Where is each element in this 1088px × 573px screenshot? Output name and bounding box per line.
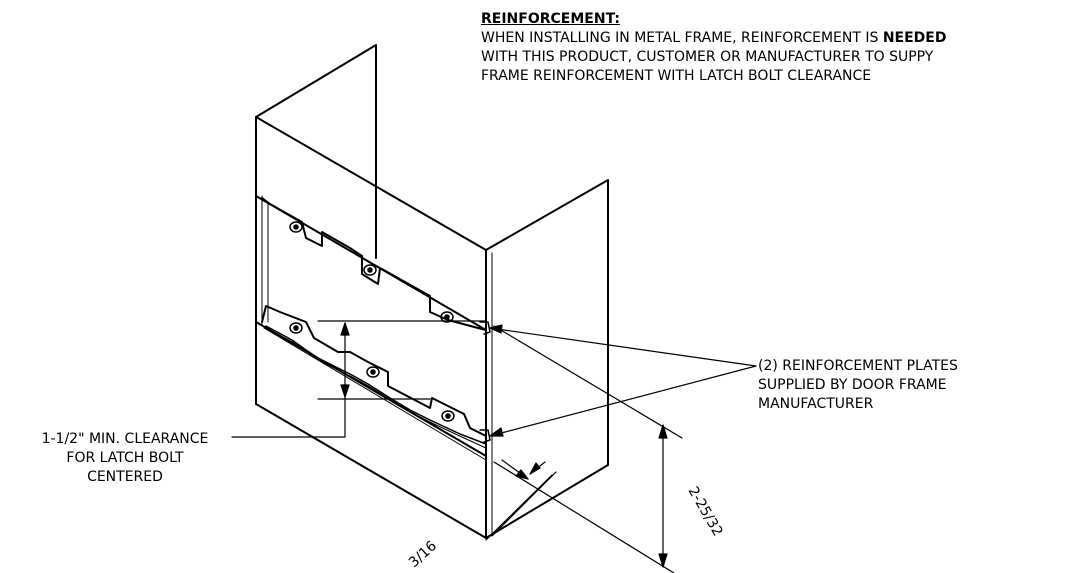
lower-reinforcement-plate	[261, 305, 487, 449]
hole-icon	[440, 311, 454, 323]
clearance-callout-line-3: CENTERED	[87, 469, 163, 485]
height-dimension	[493, 325, 683, 573]
reinforcement-line-2: WITH THIS PRODUCT, CUSTOMER OR MANUFACTU…	[481, 49, 934, 65]
reinforcement-note: REINFORCEMENT: WHEN INSTALLING IN METAL …	[481, 10, 946, 86]
plates-callout-line-2: SUPPLIED BY DOOR FRAME	[758, 377, 947, 393]
clearance-callout-line-1: 1-1/2" MIN. CLEARANCE	[41, 431, 209, 447]
plates-callout: (2) REINFORCEMENT PLATES SUPPLIED BY DOO…	[758, 357, 958, 414]
plate-tabs	[479, 321, 491, 443]
reinforcement-emphasis: NEEDED	[882, 30, 947, 46]
hole-icon	[366, 366, 380, 378]
plates-leader	[489, 324, 757, 437]
reinforcement-line-1-text: WHEN INSTALLING IN METAL FRAME, REINFORC…	[481, 30, 883, 46]
clearance-dimension	[231, 320, 487, 438]
reinforcement-line-1: WHEN INSTALLING IN METAL FRAME, REINFORC…	[481, 29, 946, 48]
hole-icon	[289, 322, 303, 334]
left-flange	[255, 44, 487, 539]
reinforcement-line-3: FRAME REINFORCEMENT WITH LATCH BOLT CLEA…	[481, 68, 872, 84]
upper-reinforcement-plate	[261, 197, 487, 331]
hole-icon	[289, 221, 303, 233]
thickness-dimension-label: 3/16	[406, 538, 440, 571]
hole-icon	[441, 410, 455, 422]
right-flange	[485, 179, 609, 539]
reinforcement-heading: REINFORCEMENT:	[481, 11, 620, 27]
plates-callout-line-1: (2) REINFORCEMENT PLATES	[758, 358, 958, 374]
clearance-callout: 1-1/2" MIN. CLEARANCE FOR LATCH BOLT CEN…	[16, 430, 234, 487]
clearance-callout-line-2: FOR LATCH BOLT	[66, 450, 184, 466]
height-dimension-label: 2-25/32	[685, 484, 726, 539]
thickness-dimension	[485, 459, 557, 541]
mounting-holes	[289, 221, 455, 422]
hole-icon	[363, 264, 377, 276]
plates-callout-line-3: MANUFACTURER	[758, 396, 874, 412]
